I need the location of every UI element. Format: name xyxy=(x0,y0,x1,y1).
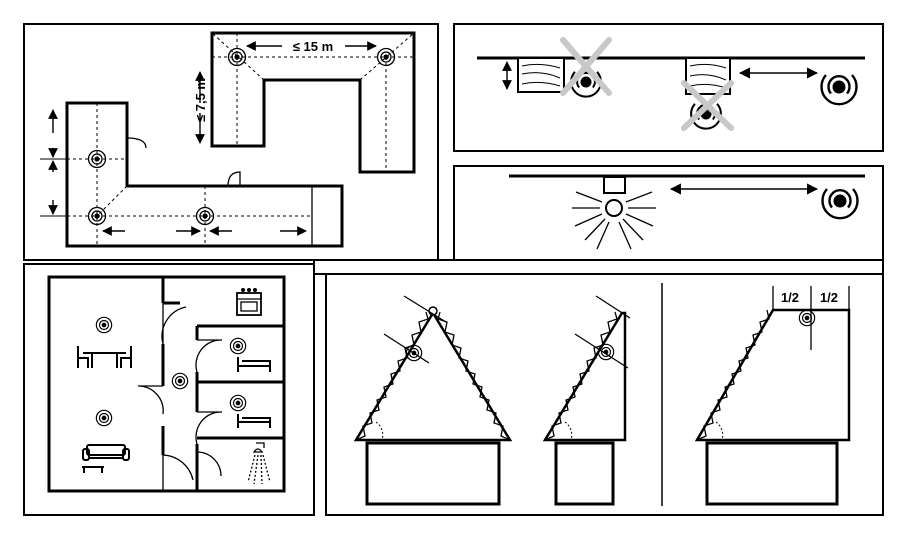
sofa-icon xyxy=(82,445,129,473)
panel-spacing: ≤ 15 m ≤ 7,5 m xyxy=(24,24,438,260)
distance-arrows xyxy=(40,110,306,231)
ceiling-beam xyxy=(518,58,564,92)
door-swing xyxy=(127,138,146,148)
panel-floor-plan xyxy=(24,264,314,515)
smoke-detector-icon xyxy=(96,317,111,332)
panel-lamp-distance xyxy=(454,166,883,260)
smoke-detector-icon xyxy=(230,338,245,353)
panel-frame xyxy=(24,24,438,260)
lamp-icon xyxy=(572,177,656,249)
bed-icon xyxy=(238,357,270,372)
smoke-detector-icon xyxy=(822,75,857,104)
panel-roof: 1/2 1/2 xyxy=(314,260,883,515)
door-swings xyxy=(138,303,222,491)
panel-frame xyxy=(454,166,883,260)
flat-top-roof-house: 1/2 1/2 xyxy=(697,286,849,504)
dining-table-icon xyxy=(78,346,131,368)
smoke-detector-icon xyxy=(172,373,187,388)
smoke-detector-icon xyxy=(96,410,111,425)
stove-icon xyxy=(237,288,261,315)
smoke-detector-icon xyxy=(230,395,245,410)
max-wall-distance-label: ≤ 7,5 m xyxy=(193,78,208,122)
coverage-lines xyxy=(67,103,312,246)
gable-roof-house xyxy=(356,296,510,504)
shower-icon xyxy=(248,443,270,484)
half-right-label: 1/2 xyxy=(820,290,838,305)
shed-roof-house xyxy=(545,296,630,504)
panel-beam-placement xyxy=(454,24,883,151)
bed-icon xyxy=(238,414,270,428)
half-left-label: 1/2 xyxy=(781,290,799,305)
interior-walls xyxy=(163,277,284,491)
max-spacing-label: ≤ 15 m xyxy=(293,39,333,54)
door-swing xyxy=(228,172,240,186)
smoke-detector-icon xyxy=(823,189,858,218)
